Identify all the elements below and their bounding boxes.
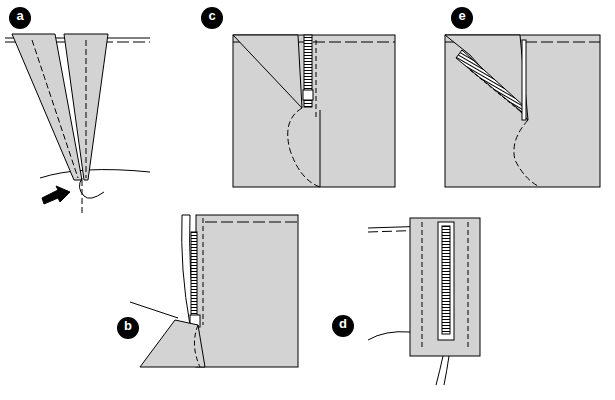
callout-letter: c (202, 8, 222, 28)
callout-letter: a (10, 8, 30, 28)
callout-letter: e (452, 8, 472, 28)
callout-letter: b (118, 318, 138, 338)
callout-circles (9, 7, 473, 339)
callout-letter: d (333, 316, 353, 336)
step-panels (5, 34, 600, 385)
